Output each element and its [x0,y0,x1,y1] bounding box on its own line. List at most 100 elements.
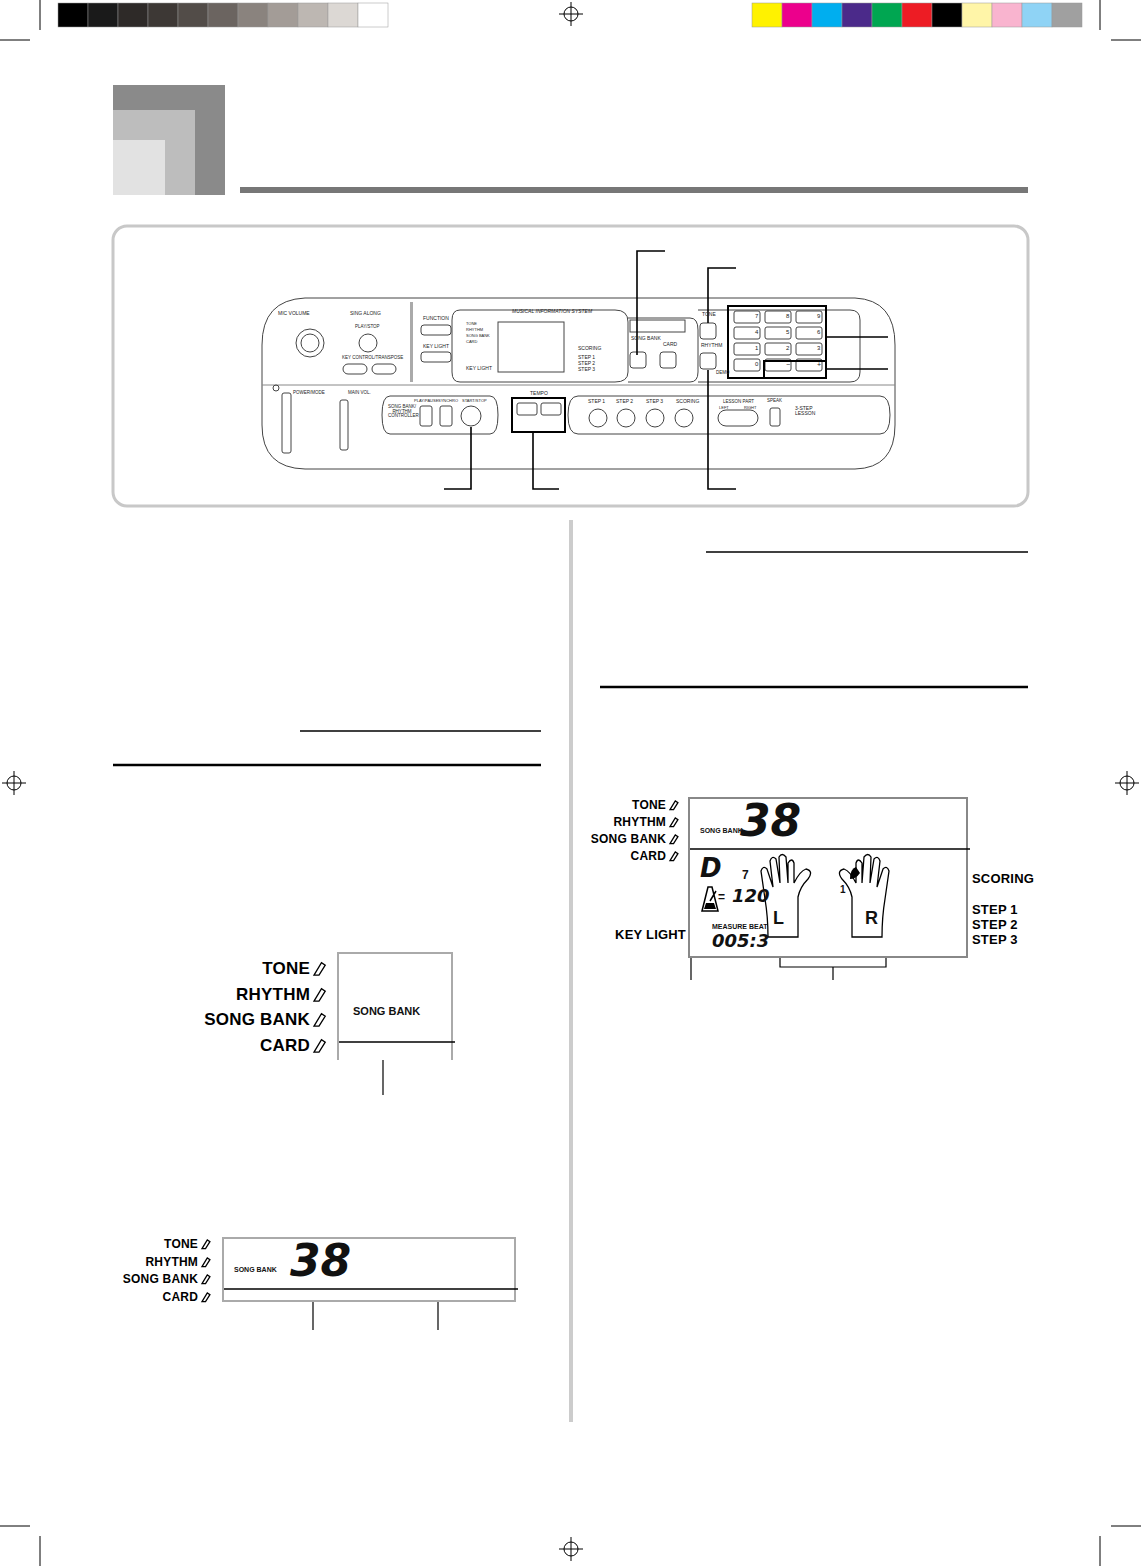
mode-icon [202,1275,210,1284]
display-text: = [718,891,725,903]
panel-label: CARD [663,342,677,347]
display-text: 38 [290,1239,351,1283]
display-indicator-label: RHYTHM [613,816,666,829]
panel-label: KEY LIGHT [423,344,449,349]
panel-label: 2 [786,345,789,351]
grey-bar [208,3,238,27]
color-bar [752,3,782,27]
panel-label: SPEAK [767,399,782,404]
key-button [765,343,791,355]
panel-label: STEP 1 [578,355,595,360]
color-bars [58,3,1082,27]
grey-bar [58,3,88,27]
key-button [796,311,822,323]
panel-label: TONE [466,322,477,326]
panel-label: SONG BANK [631,336,661,341]
panel-label: 7 [755,313,758,319]
lcd-display: SONG BANK 38 [222,1237,516,1302]
panel-label: 9 [817,313,820,319]
panel-label: 0 [755,361,758,367]
display-indicator-label: RHYTHM [236,986,310,1004]
display-indicator-label: STEP 2 [972,918,1018,932]
panel-label: TEMPO [530,391,548,396]
panel-label: KEY CONTROL/TRANSPOSE [342,356,403,361]
panel-label: SING ALONG [350,311,381,316]
text-rules [113,520,1028,1422]
color-bar [842,3,872,27]
display-indicator-label: KEY LIGHT [615,928,686,942]
panel-label: POWER/MODE [293,391,325,396]
display-indicator-label: STEP 3 [972,933,1018,947]
color-bar [992,3,1022,27]
panel-label: 3-STEP LESSON [795,406,817,417]
display-text: 005:3 [712,932,769,950]
key-button [734,311,760,323]
panel-label: MIC VOLUME [278,311,310,316]
finger-highlight [850,867,860,879]
panel-label: SONG BANK [466,334,490,338]
mode-icon [670,835,678,844]
panel-label: STEP 3 [646,399,663,404]
display-text: 38 [740,799,801,843]
mode-icon [202,1293,210,1302]
grey-bar [88,3,118,27]
panel-label: RHYTHM [701,343,722,348]
panel-label: FUNCTION [423,316,449,321]
display-text: 120 [732,887,770,905]
display-indicator-label: SONG BANK [123,1273,198,1286]
grey-bar [328,3,358,27]
color-bar [1052,3,1082,27]
display-divider [224,1288,518,1290]
panel-label: SYNCHRO [438,399,458,403]
display-text: SONG BANK [700,827,743,834]
illustration-frame [113,226,1028,506]
mode-icon [202,1240,210,1249]
panel-label: START/STOP [462,399,487,403]
color-bar [782,3,812,27]
color-bar [932,3,962,27]
key-button [734,359,760,371]
panel-label: MUSICAL INFORMATION SYSTEM [512,309,592,314]
display-indicator-label: CARD [260,1037,310,1055]
display-text: SONG BANK [353,1006,420,1017]
display-indicator-label: TONE [262,960,310,978]
display-text: R [865,909,878,927]
mode-icon [314,963,325,975]
chapter-tab [113,85,1028,195]
panel-label: LESSON PART [723,400,754,405]
lcd-display: SONG BANK38D7=120MEASURE BEAT005:31LR [688,797,968,958]
panel-label: KEY LIGHT [466,366,492,371]
grey-bar [298,3,328,27]
key-button [734,327,760,339]
metronome-icon [702,887,718,911]
grey-bar [148,3,178,27]
panel-label: − [786,361,790,368]
keyboard-panel [262,298,895,469]
panel-label: MAIN VOL. [348,391,371,396]
panel-label: 3 [817,345,820,351]
mode-icon [314,989,325,1001]
display-indicator-label: TONE [164,1238,198,1251]
display-text: D [700,855,722,881]
metronome-base [704,903,716,909]
panel-label: SCORING [578,346,601,351]
panel-label: 5 [786,329,789,335]
panel-label: 4 [755,329,758,335]
key-button [796,327,822,339]
grey-bar [358,3,388,27]
display-text: SONG BANK [234,1266,277,1273]
panel-label: RHYTHM [466,328,483,332]
key-button [796,343,822,355]
display-indicator-label: SONG BANK [204,1011,310,1029]
grey-bar [268,3,298,27]
display-indicator-label: TONE [632,799,666,812]
panel-label: STEP 3 [578,367,595,372]
mode-icon [314,1040,325,1052]
panel-label: TONE [702,312,716,317]
panel-label: 8 [786,313,789,319]
key-button [765,311,791,323]
panel-label: DEMO [716,371,730,376]
panel-label: CARD [466,340,477,344]
